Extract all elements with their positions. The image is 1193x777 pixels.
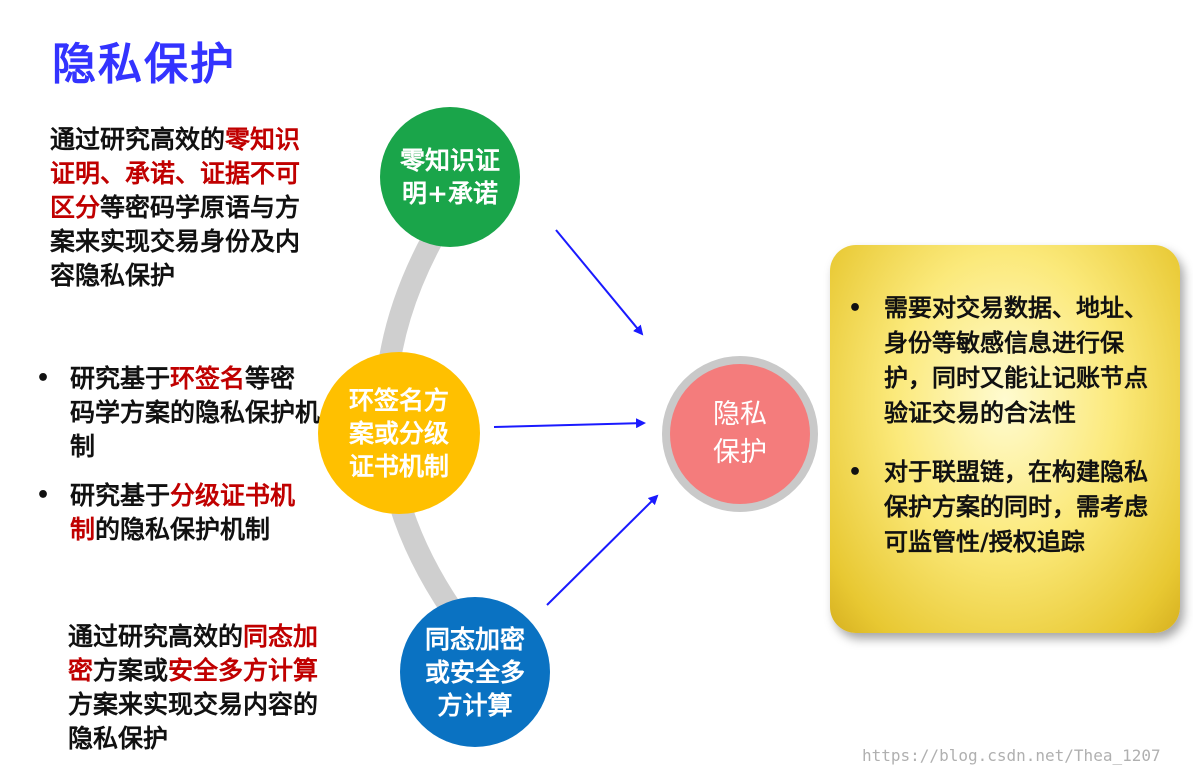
- circle-center-line1: 隐私: [713, 399, 767, 430]
- block3-highlight-2: 安全多方计算: [168, 656, 319, 685]
- watermark-text: https://blog.csdn.net/Thea_1207: [862, 746, 1161, 765]
- block1-highlight: 零知识证明、承诺、证据不可区分: [50, 125, 301, 222]
- block1-post: 等密码学原语与方案来实现交易身份及内容隐私保护: [50, 193, 301, 290]
- circle-green-line1: 零知识证: [399, 146, 500, 175]
- requirement-item-2: 对于联盟链，在构建隐私保护方案的同时，需考虑可监管性/授权追踪: [844, 455, 1166, 560]
- arrow-top: [555, 229, 644, 336]
- bullet1-highlight: 环签名: [170, 364, 246, 393]
- bullet2-pre: 研究基于: [70, 481, 171, 510]
- requirements-list: 需要对交易数据、地址、身份等敏感信息进行保护，同时又能让记账节点验证交易的合法性…: [844, 291, 1166, 560]
- circle-zero-knowledge: 零知识证 明+承诺: [380, 107, 520, 247]
- left-bullet-1: 研究基于环签名等密码学方案的隐私保护机制: [30, 362, 320, 464]
- block3-highlight-1: 同态加密: [68, 622, 319, 685]
- arrow-middle: [493, 418, 646, 429]
- block1-pre: 通过研究高效的: [50, 125, 226, 154]
- left-text-block-1: 通过研究高效的零知识证明、承诺、证据不可区分等密码学原语与方案来实现交易身份及内…: [50, 123, 322, 293]
- page-title: 隐私保护: [52, 39, 236, 90]
- circle-blue-line3: 方计算: [437, 690, 513, 720]
- block3-post: 方案来实现交易内容的隐私保护: [68, 690, 319, 753]
- circle-yellow-line1: 环签名方: [348, 385, 449, 415]
- circle-green-line2: 明+承诺: [402, 179, 498, 208]
- circle-ring-signature: 环签名方 案或分级 证书机制: [318, 352, 480, 514]
- circle-blue-line1: 同态加密: [424, 624, 525, 654]
- bullet1-pre: 研究基于: [70, 364, 171, 393]
- bullet2-highlight: 分级证书机制: [70, 481, 296, 544]
- circle-yellow-line3: 证书机制: [348, 451, 449, 481]
- left-text-block-3: 通过研究高效的同态加密方案或安全多方计算方案来实现交易内容的隐私保护: [68, 620, 340, 756]
- requirements-panel: 需要对交易数据、地址、身份等敏感信息进行保护，同时又能让记账节点验证交易的合法性…: [830, 245, 1180, 633]
- circle-center-line2: 保护: [713, 437, 767, 468]
- circle-homomorphic: 同态加密 或安全多 方计算: [400, 597, 550, 747]
- left-bullet-list: 研究基于环签名等密码学方案的隐私保护机制 研究基于分级证书机制的隐私保护机制: [30, 362, 320, 547]
- circle-privacy-center: 隐私 保护: [662, 356, 818, 512]
- bullet1-post: 等密码学方案的隐私保护机制: [70, 364, 321, 461]
- requirement-item-1: 需要对交易数据、地址、身份等敏感信息进行保护，同时又能让记账节点验证交易的合法性: [844, 291, 1166, 431]
- block3-mid: 方案或: [93, 656, 169, 685]
- left-bullet-2: 研究基于分级证书机制的隐私保护机制: [30, 479, 320, 547]
- bullet2-post: 的隐私保护机制: [95, 515, 271, 544]
- circle-blue-line2: 或安全多: [424, 657, 525, 687]
- block3-pre: 通过研究高效的: [68, 622, 244, 651]
- arrow-bottom: [546, 494, 659, 606]
- circle-yellow-line2: 案或分级: [348, 418, 449, 448]
